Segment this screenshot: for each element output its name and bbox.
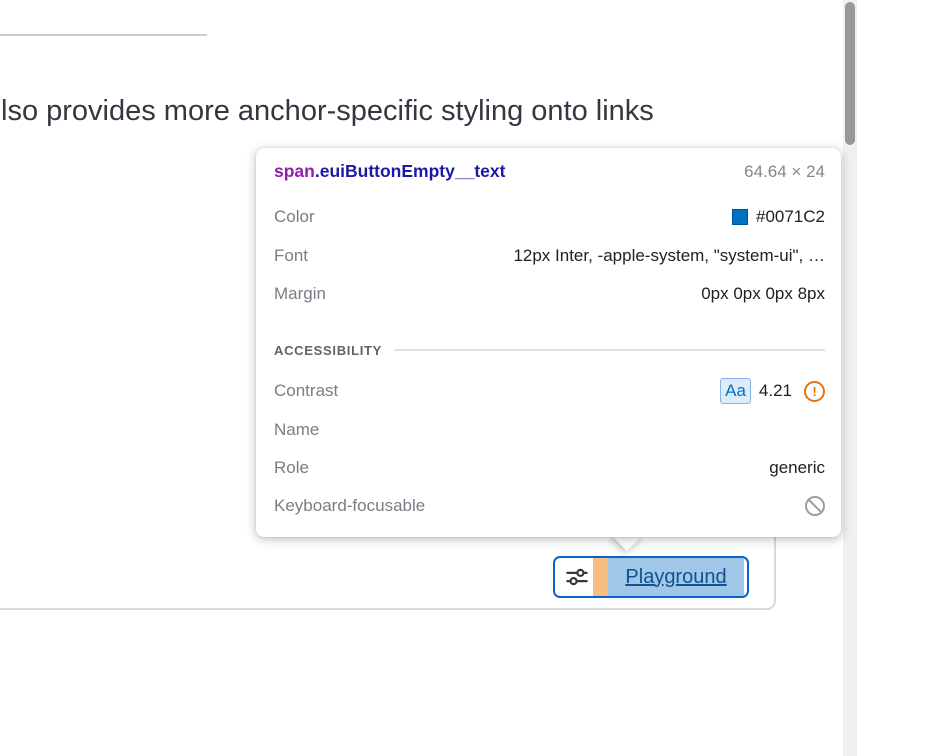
name-row: Name — [274, 417, 825, 443]
color-value: #0071C2 — [755, 207, 825, 226]
element-dimensions: 64.64 × 24 — [744, 162, 825, 181]
page-heading-text: lso provides more anchor-specific stylin… — [1, 95, 654, 127]
margin-row: Margin 0px 0px 0px 8px — [274, 281, 825, 307]
font-value: 12px Inter, -apple-system, "system-ui", … — [513, 246, 825, 265]
contrast-sample-chip: Aa — [720, 378, 751, 404]
sliders-icon — [566, 566, 588, 588]
tooltip-header: span.euiButtonEmpty__text 64.64 × 24 — [274, 161, 825, 182]
playground-button-label: Playground — [608, 558, 744, 596]
font-row: Font 12px Inter, -apple-system, "system-… — [274, 243, 825, 269]
font-label: Font — [274, 246, 309, 265]
not-focusable-icon — [805, 496, 825, 516]
keyboard-focusable-label: Keyboard-focusable — [274, 496, 426, 515]
scrollbar-track[interactable] — [843, 0, 857, 756]
contrast-warning-icon — [804, 380, 825, 402]
contrast-row: Contrast Aa 4.21 — [274, 378, 825, 404]
color-swatch-icon — [731, 209, 748, 225]
margin-value: 0px 0px 0px 8px — [701, 284, 825, 303]
color-label: Color — [274, 207, 315, 226]
section-divider — [0, 34, 207, 36]
inspect-tooltip: span.euiButtonEmpty__text 64.64 × 24 Col… — [256, 148, 841, 537]
selector-class: .euiButtonEmpty__text — [314, 161, 506, 181]
margin-highlight-overlay — [593, 558, 608, 596]
role-value: generic — [769, 458, 825, 477]
margin-label: Margin — [274, 284, 326, 303]
color-row: Color #0071C2 — [274, 204, 825, 230]
playground-button[interactable]: Playground — [553, 556, 749, 598]
keyboard-focusable-row: Keyboard-focusable — [274, 493, 825, 519]
name-label: Name — [274, 420, 320, 439]
role-label: Role — [274, 458, 309, 477]
element-selector: span.euiButtonEmpty__text — [274, 161, 505, 182]
scrollbar-thumb[interactable] — [845, 2, 855, 145]
accessibility-divider — [394, 349, 825, 351]
accessibility-title: ACCESSIBILITY — [274, 342, 383, 358]
content-panel — [0, 537, 776, 610]
accessibility-section-header: ACCESSIBILITY — [274, 342, 825, 358]
role-row: Role generic — [274, 455, 825, 481]
contrast-value: 4.21 — [758, 381, 792, 400]
contrast-label: Contrast — [274, 381, 339, 400]
selector-tag: span — [274, 161, 315, 181]
